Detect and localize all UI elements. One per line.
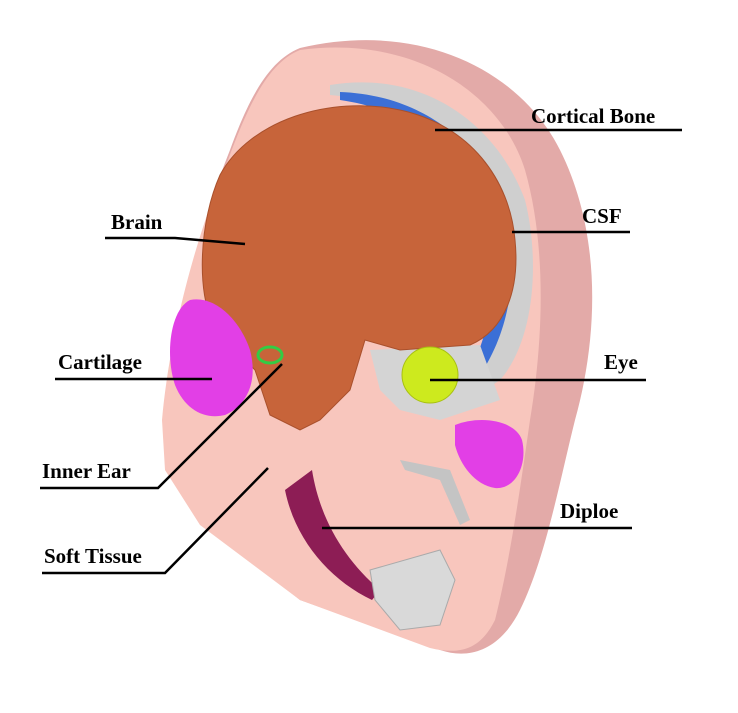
label-inner-ear: Inner Ear xyxy=(42,459,131,483)
cartilage-ear xyxy=(170,299,253,417)
inner-ear xyxy=(256,345,284,365)
label-cartilage: Cartilage xyxy=(58,350,142,374)
cranial-base-bone xyxy=(400,460,470,525)
label-brain: Brain xyxy=(111,210,163,234)
label-diploe: Diploe xyxy=(560,499,619,523)
brain-leader xyxy=(105,236,246,246)
inner-ear-leader xyxy=(40,363,283,490)
label-soft-tissue: Soft Tissue xyxy=(44,544,142,568)
soft-tissue-leader xyxy=(42,467,269,575)
label-cortical-bone: Cortical Bone xyxy=(531,104,656,128)
label-csf: CSF xyxy=(582,204,622,228)
label-eye: Eye xyxy=(604,350,638,374)
jaw-bone xyxy=(369,549,456,631)
cartilage-nose xyxy=(455,420,524,489)
diploe xyxy=(285,470,380,600)
eye xyxy=(401,346,459,404)
